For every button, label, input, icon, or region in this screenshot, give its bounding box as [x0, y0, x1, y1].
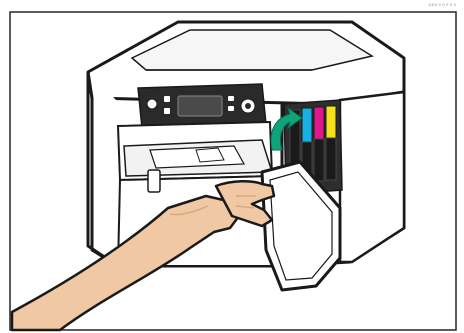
panel-button [164, 108, 170, 114]
cartridge-cyan [302, 108, 312, 142]
lcd-screen [178, 96, 222, 116]
figure-id: DKX 0 0 0 0 0 [428, 2, 456, 7]
panel-button [164, 96, 170, 102]
cassette-handle [148, 170, 160, 192]
power-button [147, 99, 157, 109]
cartridge-magenta [314, 107, 324, 139]
panel-button [228, 106, 234, 111]
panel-button [228, 96, 234, 101]
printer-body [88, 22, 404, 266]
cartridge-yellow [326, 106, 336, 138]
